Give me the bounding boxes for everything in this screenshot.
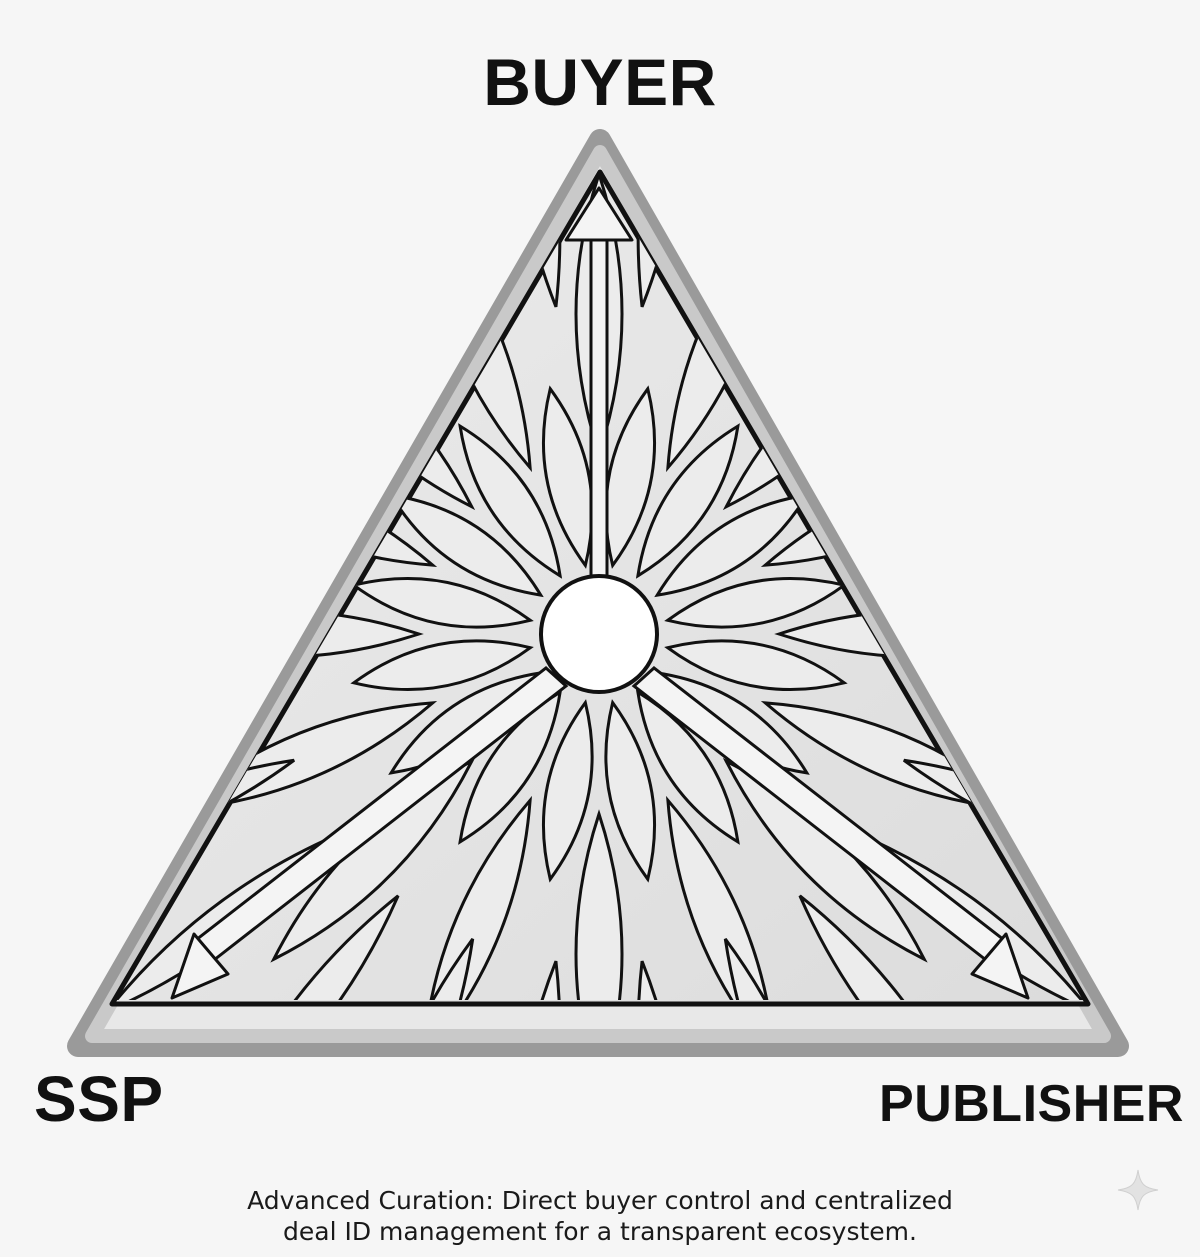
petal-inner xyxy=(635,689,740,845)
petal-far xyxy=(925,671,1088,721)
petal-inner xyxy=(635,423,740,579)
node-label-ssp: SSP xyxy=(34,1063,164,1135)
petal-far xyxy=(925,547,1088,597)
caption-line-2: deal ID management for a transparent eco… xyxy=(283,1217,917,1246)
petal-far xyxy=(220,894,400,1000)
petal-far xyxy=(798,894,978,1000)
petal-far xyxy=(220,172,400,374)
connector-arrows xyxy=(170,186,1030,1000)
petal-far xyxy=(112,255,339,435)
petal-far xyxy=(112,547,273,597)
node-label-publisher: PUBLISHER xyxy=(879,1075,1184,1133)
petal-inner xyxy=(458,689,563,845)
caption-line-1: Advanced Curation: Direct buyer control … xyxy=(247,1186,953,1215)
node-label-buyer: BUYER xyxy=(483,45,717,119)
petal-far xyxy=(723,172,838,331)
petal-far xyxy=(902,395,1088,510)
caption: Advanced Curation: Direct buyer control … xyxy=(0,1185,1200,1247)
petal-outer xyxy=(574,809,624,1000)
arrow-up-icon xyxy=(564,186,634,242)
center-hub xyxy=(539,574,659,694)
sparkle-icon xyxy=(1117,1169,1159,1211)
petal-far xyxy=(112,671,273,721)
arrow-down-right-icon xyxy=(970,932,1030,1000)
petal-far xyxy=(798,172,978,374)
petal-inner xyxy=(458,423,563,579)
petal-inner xyxy=(664,639,848,692)
petal-far xyxy=(360,172,475,331)
petal-inner xyxy=(604,699,657,883)
petal-inner xyxy=(350,639,534,692)
arrow-down-left-icon xyxy=(170,932,230,1000)
petal-inner xyxy=(541,699,594,883)
petal-far xyxy=(112,395,296,510)
petal-far xyxy=(859,255,1088,435)
